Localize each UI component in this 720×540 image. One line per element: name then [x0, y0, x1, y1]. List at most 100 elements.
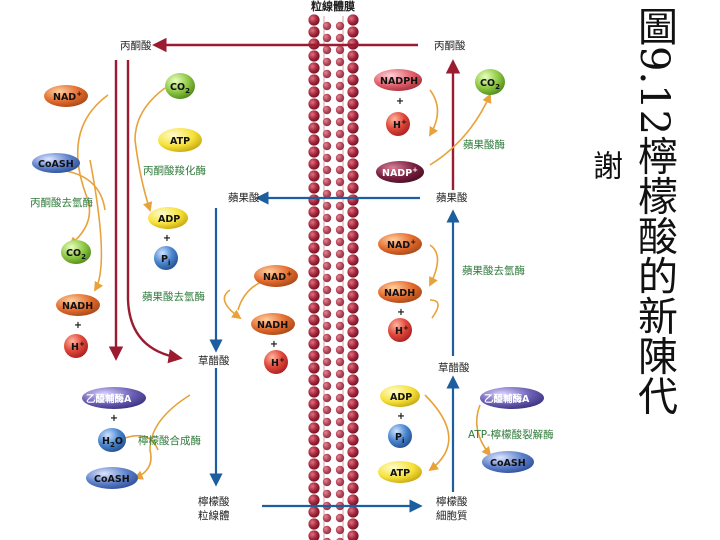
lipid-head — [308, 434, 320, 446]
lipid-head-inner — [335, 273, 345, 283]
lipid-head — [347, 302, 359, 314]
lipid-head — [347, 530, 359, 540]
svg-text:+: + — [397, 411, 405, 422]
nad-badge-mid — [254, 265, 298, 287]
lipid-head-inner — [322, 213, 332, 223]
lipid-head — [347, 242, 359, 254]
lipid-head-inner — [335, 45, 345, 55]
lipid-head — [347, 374, 359, 386]
lipid-head-inner — [335, 297, 345, 307]
lipid-head — [308, 86, 320, 98]
lipid-head — [308, 398, 320, 410]
lipid-head — [347, 230, 359, 242]
citrate-cyto-label: 檸檬酸 — [436, 495, 468, 508]
lipid-head-inner — [322, 297, 332, 307]
lipid-head-inner — [335, 309, 345, 319]
citrate-mito-label: 檸檬酸 — [198, 495, 230, 508]
lipid-head — [308, 458, 320, 470]
lipid-head — [308, 242, 320, 254]
h-badge-mid — [264, 350, 288, 374]
lipid-head-inner — [335, 213, 345, 223]
mitochondrial-membrane — [308, 14, 359, 540]
lipid-head — [347, 14, 359, 26]
lipid-head-inner — [322, 177, 332, 187]
enzyme-citrate-synthase: 檸檬酸合成酶 — [138, 434, 201, 447]
lipid-head-inner — [335, 129, 345, 139]
lipid-head-inner — [335, 417, 345, 427]
nad-badge-right — [378, 233, 422, 255]
pyruvate-left-label: 丙酮酸 — [120, 39, 152, 52]
lipid-head-inner — [335, 57, 345, 67]
lipid-head-inner — [322, 189, 332, 199]
lipid-head-inner — [322, 45, 332, 55]
lipid-head-inner — [335, 21, 345, 31]
svg-text:H+: H+ — [271, 356, 285, 369]
lipid-head — [347, 194, 359, 206]
lipid-head — [347, 170, 359, 182]
lipid-head — [347, 446, 359, 458]
svg-text:H+: H+ — [71, 340, 85, 353]
lipid-head-inner — [322, 417, 332, 427]
svg-text:NADH: NADH — [384, 288, 415, 299]
lipid-head — [308, 62, 320, 74]
lipid-head — [308, 314, 320, 326]
lipid-head — [347, 206, 359, 218]
svg-text:+: + — [270, 339, 278, 350]
enzyme-labels: 丙酮酸去氫酶 丙酮酸羧化酶 蘋果酸去氫酶 檸檬酸合成酶 蘋果酸酶 蘋果酸去氫酶 … — [30, 138, 554, 447]
lipid-head — [308, 506, 320, 518]
svg-text:CO2: CO2 — [66, 248, 86, 261]
nadph-badge — [374, 69, 422, 91]
lipid-head — [347, 110, 359, 122]
lipid-head — [308, 386, 320, 398]
lipid-head — [347, 506, 359, 518]
lipid-head — [347, 158, 359, 170]
lipid-head-inner — [322, 381, 332, 391]
svg-text:NAD+: NAD+ — [387, 238, 416, 251]
lipid-head — [347, 62, 359, 74]
svg-text:+: + — [110, 413, 118, 424]
lipid-head-inner — [335, 225, 345, 235]
lipid-head-inner — [335, 525, 345, 535]
svg-text:NAD+: NAD+ — [53, 90, 82, 103]
lipid-head — [347, 326, 359, 338]
lipid-head-inner — [322, 93, 332, 103]
lipid-head-inner — [322, 369, 332, 379]
lipid-head-inner — [335, 117, 345, 127]
lipid-head — [347, 434, 359, 446]
lipid-head — [308, 266, 320, 278]
lipid-head-inner — [322, 141, 332, 151]
lipid-head — [308, 338, 320, 350]
co2-badge-right — [475, 69, 505, 95]
lipid-head — [308, 422, 320, 434]
svg-text:+: + — [397, 307, 405, 318]
lipid-head — [347, 74, 359, 86]
lipid-head-inner — [335, 261, 345, 271]
lipid-head — [347, 86, 359, 98]
lipid-head-inner — [322, 309, 332, 319]
lipid-head — [308, 446, 320, 458]
figure-subtitle: 謝 — [587, 150, 622, 180]
lipid-head — [308, 362, 320, 374]
lipid-head-inner — [322, 225, 332, 235]
lipid-head-inner — [322, 525, 332, 535]
lipid-head — [347, 122, 359, 134]
lipid-head-inner — [322, 81, 332, 91]
acetyl-coa-badge-right — [480, 387, 544, 409]
lipid-head-inner — [322, 393, 332, 403]
enzyme-malate-dh-left: 蘋果酸去氫酶 — [142, 290, 205, 303]
h2o-badge — [98, 428, 126, 452]
svg-text:+: + — [396, 96, 404, 107]
lipid-head-inner — [322, 345, 332, 355]
lipid-head-inner — [322, 285, 332, 295]
lipid-head — [308, 254, 320, 266]
svg-text:H+: H+ — [395, 324, 409, 337]
enzyme-pyr-carboxylase: 丙酮酸羧化酶 — [143, 164, 206, 177]
lipid-head — [308, 494, 320, 506]
lipid-head-inner — [322, 477, 332, 487]
lipid-head — [347, 338, 359, 350]
h-badge-right-top — [386, 112, 410, 136]
lipid-head — [347, 518, 359, 530]
lipid-head-inner — [322, 117, 332, 127]
membrane-label: 粒線體膜 — [311, 0, 355, 13]
lipid-head-inner — [322, 261, 332, 271]
